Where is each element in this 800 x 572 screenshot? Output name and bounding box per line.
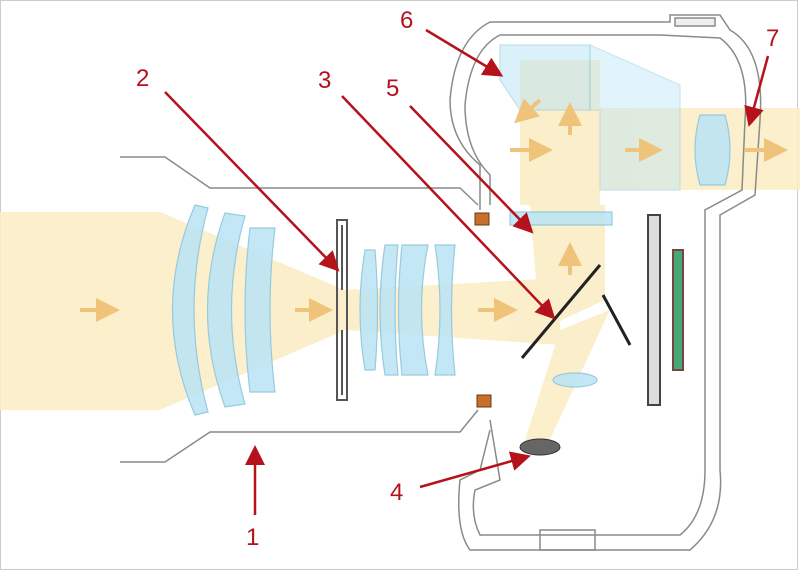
callout-6-arrow xyxy=(425,28,504,77)
callout-3-arrow xyxy=(341,95,556,320)
lens-barrel xyxy=(120,156,479,463)
sub-mirror xyxy=(601,294,632,346)
callout-7-arrow xyxy=(744,55,770,127)
label-1: 1 xyxy=(246,524,259,551)
callout-5-arrow xyxy=(409,105,534,234)
callout-2-arrow xyxy=(164,91,340,272)
main-mirror xyxy=(520,264,602,359)
af-sensor xyxy=(519,438,561,456)
aperture xyxy=(336,219,348,401)
light-direction-arrows xyxy=(80,98,788,322)
lens-elements xyxy=(172,44,731,416)
label-6: 6 xyxy=(400,7,413,34)
camera-body xyxy=(449,14,762,551)
label-7: 7 xyxy=(766,25,779,52)
label-5: 5 xyxy=(386,75,399,102)
shutter-sensor xyxy=(647,214,684,406)
mount-brackets xyxy=(474,212,492,408)
label-2: 2 xyxy=(136,65,149,92)
label-4: 4 xyxy=(390,479,403,506)
label-3: 3 xyxy=(318,67,331,94)
callout-arrows xyxy=(164,28,770,515)
callout-4-arrow xyxy=(419,451,531,489)
mirrors xyxy=(520,264,632,359)
